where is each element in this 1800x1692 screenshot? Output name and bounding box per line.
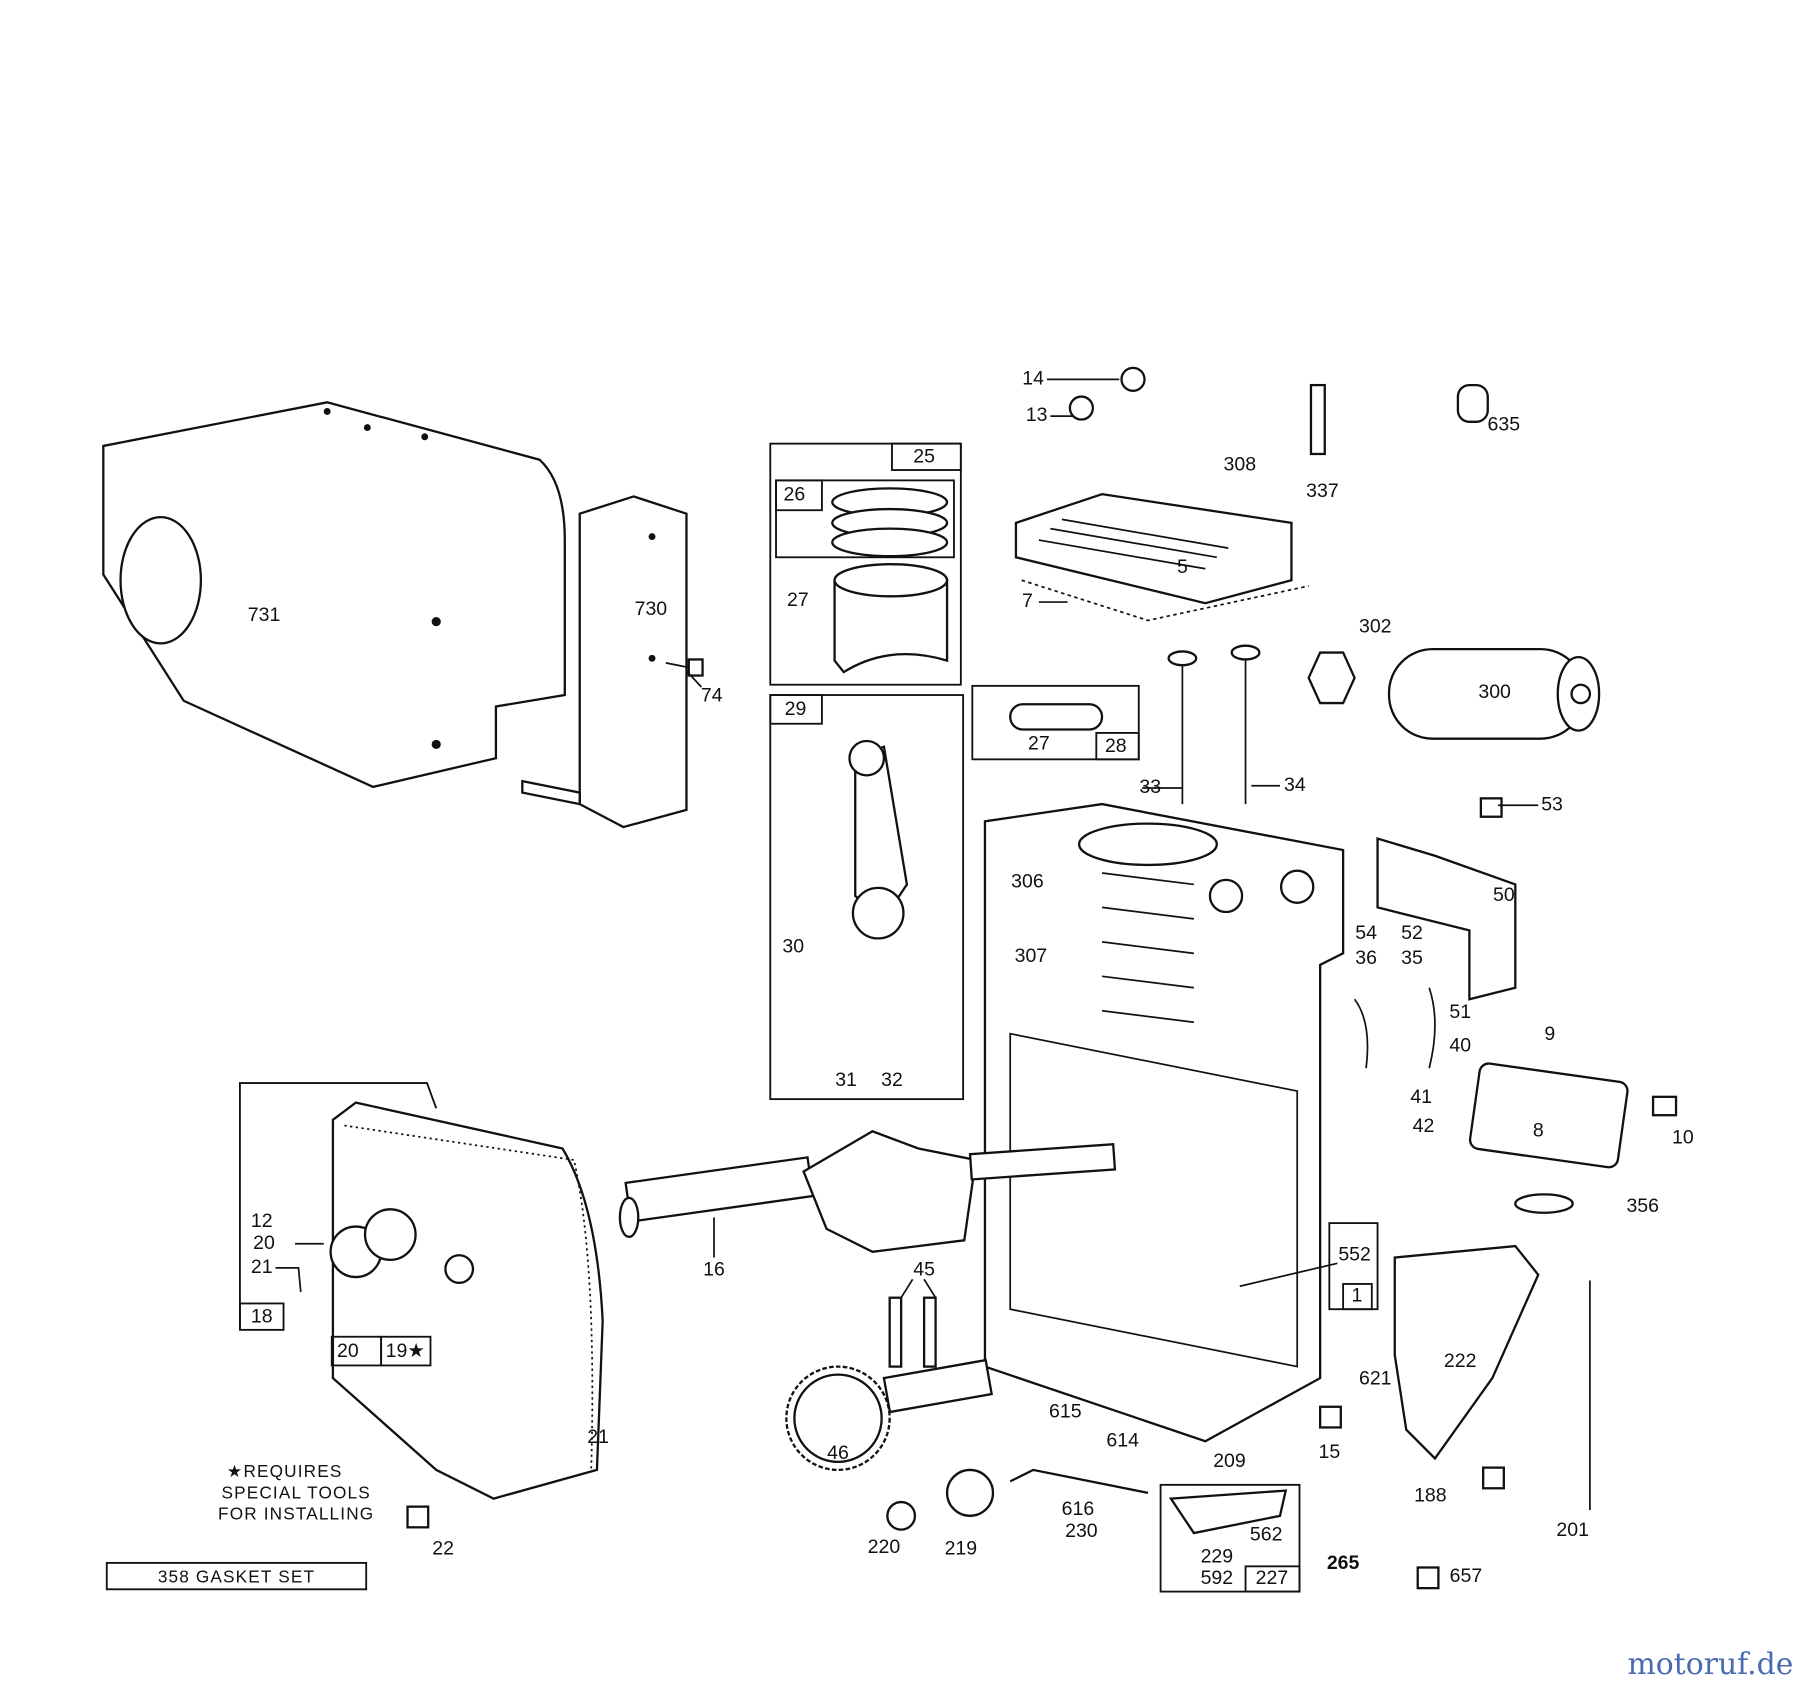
label-614: 614: [1106, 1429, 1139, 1451]
label-635: 635: [1488, 413, 1521, 435]
label-10: 10: [1672, 1126, 1694, 1148]
label-14: 14: [1022, 368, 1044, 390]
label-562: 562: [1250, 1524, 1283, 1546]
special-tools-note: ★REQUIRES SPECIAL TOOLS FOR INSTALLING: [218, 1461, 374, 1523]
label-621: 621: [1359, 1367, 1392, 1389]
label-26: 26: [784, 483, 806, 505]
label-27: 27: [787, 589, 809, 611]
motoruf-watermark: motoruf.de: [1628, 1647, 1794, 1682]
label-40: 40: [1449, 1034, 1471, 1056]
label-615: 615: [1049, 1401, 1082, 1423]
callout-labels: 14 13 635 308 337 25 26 27 731 730 74 7 …: [248, 368, 1694, 1590]
label-222: 222: [1444, 1350, 1477, 1372]
muffler: [1307, 647, 1601, 740]
label-616: 616: [1062, 1498, 1095, 1520]
label-36: 36: [1355, 947, 1377, 969]
label-74: 74: [701, 684, 723, 706]
label-230: 230: [1065, 1520, 1098, 1542]
label-13: 13: [1026, 404, 1048, 426]
label-188: 188: [1414, 1484, 1447, 1506]
cam-gear: [785, 1296, 995, 1531]
label-308: 308: [1224, 454, 1257, 476]
label-30: 30: [782, 936, 804, 958]
label-20: 20: [253, 1232, 275, 1254]
label-201: 201: [1556, 1519, 1589, 1541]
blower-housing-731: [102, 401, 566, 789]
label-306: 306: [1011, 870, 1044, 892]
label-15: 15: [1318, 1441, 1340, 1463]
label-209: 209: [1213, 1450, 1246, 1472]
label-7: 7: [1022, 590, 1033, 612]
label-54: 54: [1355, 922, 1377, 944]
label-51: 51: [1449, 1001, 1471, 1023]
connecting-rod: [848, 739, 909, 940]
label-12: 12: [251, 1210, 273, 1232]
label-21: 21: [587, 1426, 609, 1448]
label-356: 356: [1626, 1195, 1659, 1217]
label-22: 22: [432, 1537, 454, 1559]
label-592: 592: [1201, 1567, 1234, 1589]
label-265: 265: [1327, 1552, 1360, 1574]
label-337: 337: [1306, 480, 1339, 502]
note-line-1: ★REQUIRES: [227, 1461, 343, 1481]
label-45: 45: [913, 1258, 935, 1280]
label-29: 29: [785, 698, 807, 720]
label-28: 28: [1105, 735, 1127, 757]
label-5: 5: [1177, 556, 1188, 578]
label-31: 31: [835, 1069, 857, 1091]
piston: [831, 487, 949, 674]
label-227: 227: [1256, 1567, 1289, 1589]
label-32: 32: [881, 1069, 903, 1091]
label-16: 16: [703, 1258, 725, 1280]
bracket-730: [521, 495, 704, 829]
gasket-set-label: 358 GASKET SET: [158, 1566, 315, 1586]
label-46: 46: [827, 1442, 849, 1464]
label-18: 18: [251, 1305, 273, 1327]
label-657: 657: [1450, 1565, 1483, 1587]
crankshaft: [618, 1130, 1117, 1253]
label-220: 220: [868, 1536, 901, 1558]
label-731: 731: [248, 604, 281, 626]
label-35: 35: [1401, 947, 1423, 969]
cylinder-head: [1014, 492, 1309, 622]
label-307: 307: [1015, 945, 1048, 967]
label-52: 52: [1401, 922, 1423, 944]
cylinder-block: [983, 802, 1345, 1443]
label-27: 27: [1028, 733, 1050, 755]
label-1: 1: [1351, 1285, 1362, 1307]
note-line-2: SPECIAL TOOLS: [221, 1483, 370, 1503]
crankcase-cover: [329, 1101, 604, 1500]
label-300: 300: [1478, 681, 1511, 703]
label-552: 552: [1338, 1243, 1371, 1265]
label-302: 302: [1359, 615, 1392, 637]
label-41: 41: [1410, 1086, 1432, 1108]
label-34: 34: [1284, 774, 1306, 796]
label-8: 8: [1533, 1119, 1544, 1141]
label-9: 9: [1544, 1023, 1555, 1045]
label-33: 33: [1139, 776, 1161, 798]
label-229: 229: [1201, 1545, 1234, 1567]
label-53: 53: [1541, 793, 1563, 815]
note-line-3: FOR INSTALLING: [218, 1503, 374, 1523]
label-50: 50: [1493, 884, 1515, 906]
label-730: 730: [635, 598, 668, 620]
label-19: 19★: [386, 1340, 425, 1362]
label-42: 42: [1413, 1115, 1435, 1137]
label-20: 20: [337, 1340, 359, 1362]
label-25: 25: [913, 446, 935, 468]
label-21: 21: [251, 1256, 273, 1278]
label-219: 219: [945, 1537, 978, 1559]
